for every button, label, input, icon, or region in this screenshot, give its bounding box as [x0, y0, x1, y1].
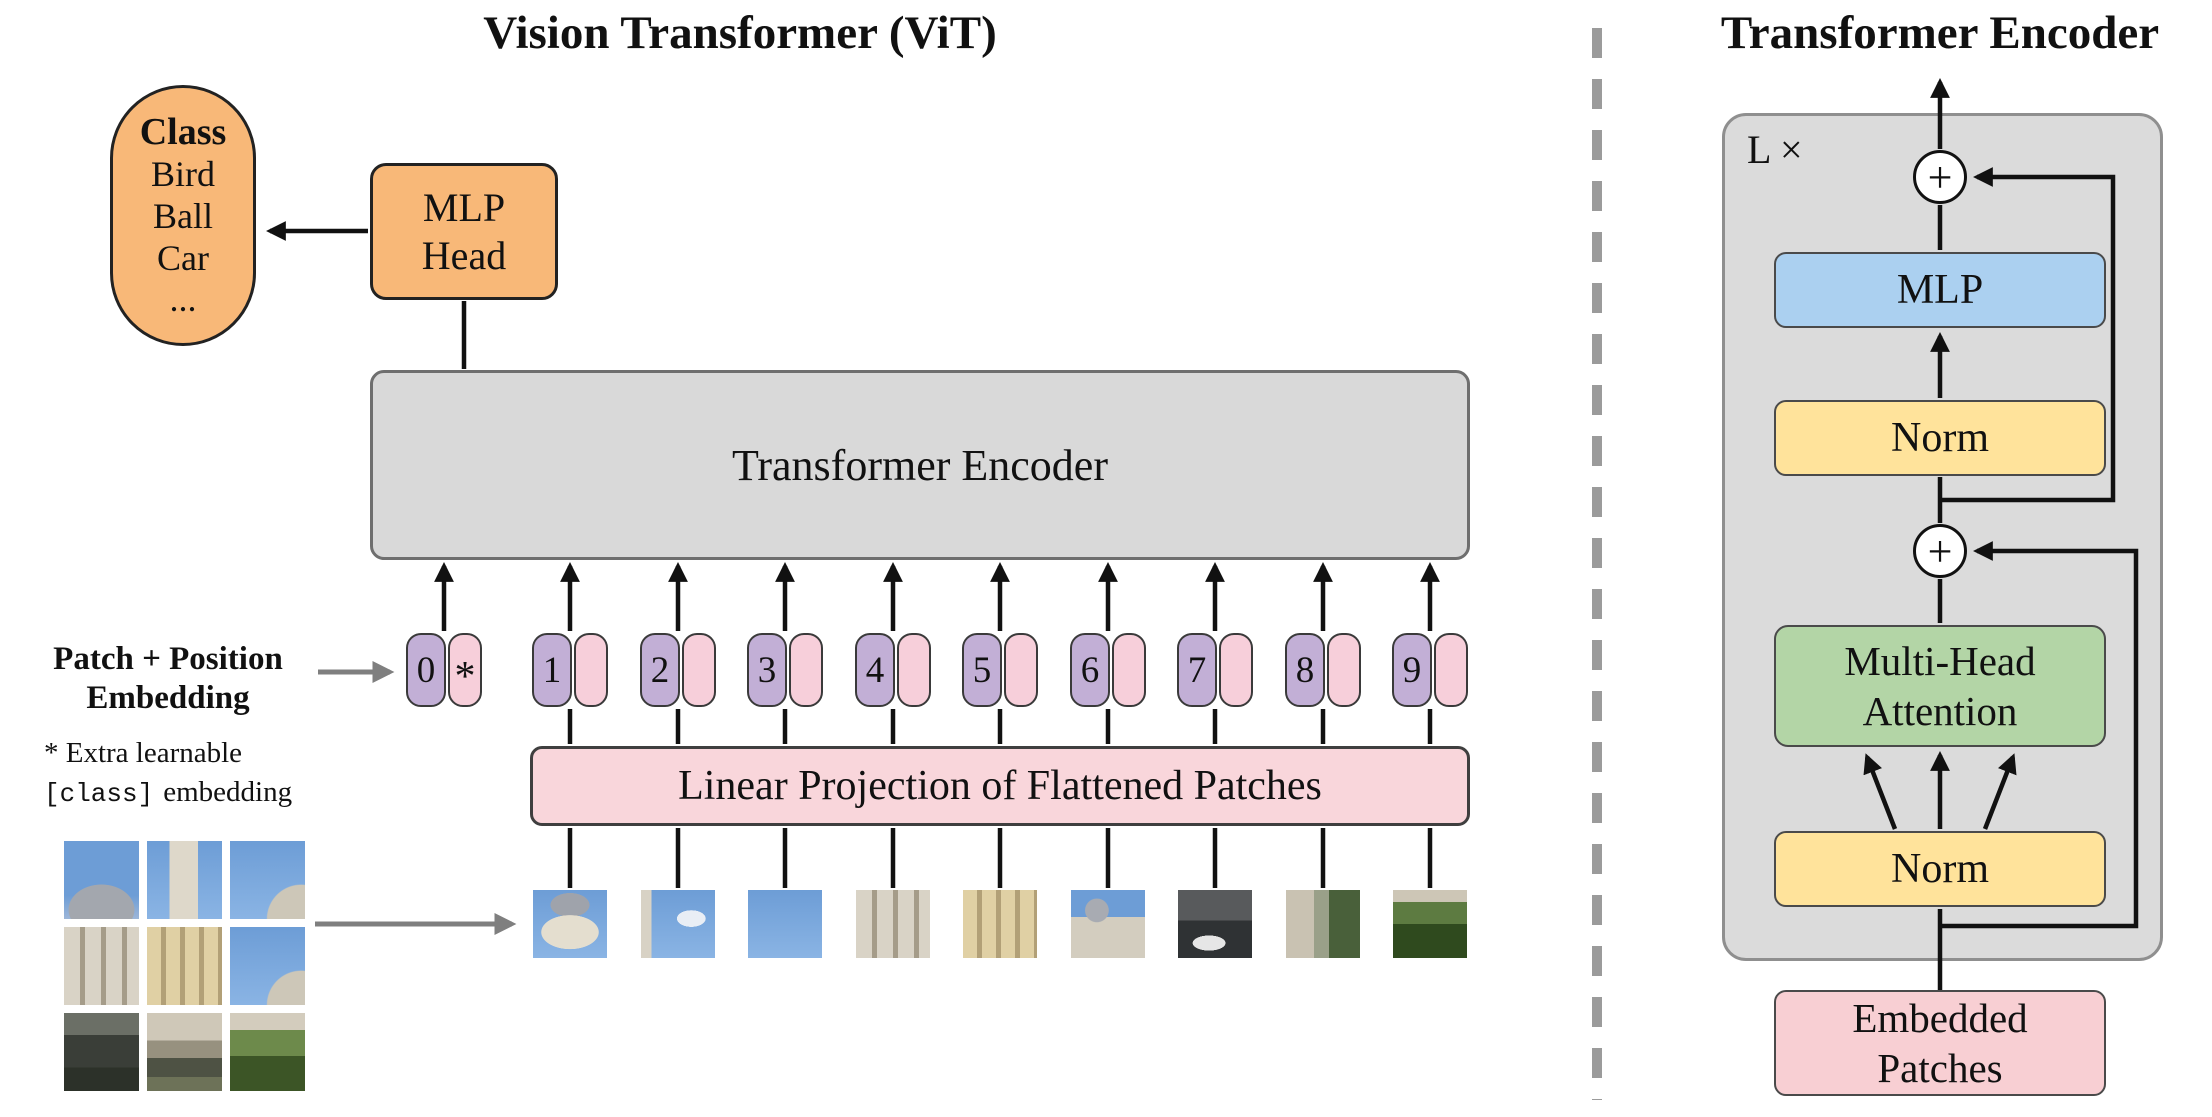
- class-labels-pill: Class Bird Ball Car ...: [110, 85, 256, 346]
- class-item-car: Car: [157, 237, 209, 278]
- token-6: 6: [1070, 633, 1146, 707]
- class-item-ball: Ball: [153, 195, 213, 236]
- image-patch-5: [963, 890, 1037, 958]
- token-1: 1: [532, 633, 608, 707]
- position-embedding-6: 6: [1070, 633, 1110, 707]
- position-embedding-2: 2: [640, 633, 680, 707]
- position-embedding-8: 8: [1285, 633, 1325, 707]
- plus-icon: +: [1927, 526, 1953, 576]
- grid-patch-2: [147, 841, 222, 919]
- encoder-detail-title: Transformer Encoder: [1720, 7, 2160, 59]
- extra-learnable-footnote-line2: [class] embedding: [44, 776, 292, 809]
- class-token-embedding: *: [448, 633, 482, 707]
- token-3: 3: [747, 633, 823, 707]
- embedded-label-line2: Patches: [1877, 1045, 2003, 1091]
- grid-patch-3: [230, 841, 305, 919]
- grid-patch-7: [64, 1013, 139, 1091]
- image-patch-1: [533, 890, 607, 958]
- mlp-block: MLP: [1774, 252, 2106, 328]
- extra-learnable-footnote-line1: * Extra learnable: [44, 737, 243, 769]
- multi-head-attention-block: Multi-Head Attention: [1774, 625, 2106, 747]
- embedded-label-line1: Embedded: [1852, 994, 2028, 1041]
- image-patch-9: [1393, 890, 1467, 958]
- patch-embedding-9: [1434, 633, 1468, 707]
- patch-position-embedding-label: Patch + Position Embedding: [18, 640, 318, 718]
- patch-embedding-5: [1004, 633, 1038, 707]
- token-7: 7: [1177, 633, 1253, 707]
- norm-top-label: Norm: [1891, 415, 1989, 461]
- position-embedding-1: 1: [532, 633, 572, 707]
- position-embedding-4: 4: [855, 633, 895, 707]
- token-2: 2: [640, 633, 716, 707]
- footnote-suffix: embedding: [163, 776, 293, 808]
- token-to-encoder-arrows: [434, 562, 1440, 631]
- token-9: 9: [1392, 633, 1468, 707]
- transformer-encoder-label: Transformer Encoder: [732, 440, 1108, 490]
- grid-patch-1: [64, 841, 139, 919]
- projection-to-token-lines: [567, 709, 1433, 744]
- norm-block-bottom: Norm: [1774, 831, 2106, 907]
- norm-block-top: Norm: [1774, 400, 2106, 476]
- layer-repeat-label: L ×: [1747, 127, 1803, 172]
- class-item-ellipsis: ...: [169, 279, 197, 320]
- transformer-encoder-box: Transformer Encoder: [370, 370, 1470, 560]
- source-image-patch-grid: [64, 841, 305, 1091]
- grid-patch-5: [147, 927, 222, 1005]
- token-8: 8: [1285, 633, 1361, 707]
- patch-embedding-8: [1327, 633, 1361, 707]
- mlp-head-box: MLP Head: [370, 163, 558, 300]
- grid-patch-6: [230, 927, 305, 1005]
- grid-patch-4: [64, 927, 139, 1005]
- residual-add-circle-top: +: [1913, 150, 1967, 204]
- patch-embedding-3: [789, 633, 823, 707]
- position-embedding-7: 7: [1177, 633, 1217, 707]
- mlp-head-line1: MLP: [422, 184, 506, 230]
- class-header: Class: [139, 110, 227, 153]
- image-patch-3: [748, 890, 822, 958]
- patch-embedding-7: [1219, 633, 1253, 707]
- vit-title: Vision Transformer (ViT): [483, 7, 997, 59]
- image-patch-8: [1286, 890, 1360, 958]
- grid-patch-8: [147, 1013, 222, 1091]
- linear-projection-label: Linear Projection of Flattened Patches: [678, 763, 1322, 809]
- class-token-code: [class]: [44, 779, 154, 809]
- norm-bottom-label: Norm: [1891, 846, 1989, 892]
- patch-position-line1: Patch + Position: [53, 641, 283, 677]
- image-patch-2: [641, 890, 715, 958]
- position-embedding-0: 0: [406, 633, 446, 707]
- linear-projection-box: Linear Projection of Flattened Patches: [530, 746, 1470, 826]
- token-5: 5: [962, 633, 1038, 707]
- patch-embedding-6: [1112, 633, 1146, 707]
- attention-label-line2: Attention: [1862, 688, 2018, 734]
- mlp-label: MLP: [1896, 267, 1984, 313]
- class-token-star: *: [454, 654, 476, 700]
- class-item-bird: Bird: [150, 154, 215, 195]
- position-embedding-5: 5: [962, 633, 1002, 707]
- token-0: 0 *: [406, 633, 482, 707]
- attention-label-line1: Multi-Head: [1844, 637, 2036, 684]
- patch-embedding-4: [897, 633, 931, 707]
- plus-icon: +: [1927, 152, 1953, 202]
- position-embedding-9: 9: [1392, 633, 1432, 707]
- mlp-head-line2: Head: [421, 232, 507, 278]
- image-patch-7: [1178, 890, 1252, 958]
- patch-position-line2: Embedding: [86, 679, 250, 716]
- patch-embedding-1: [574, 633, 608, 707]
- position-embedding-3: 3: [747, 633, 787, 707]
- grid-patch-9: [230, 1013, 305, 1091]
- patch-to-projection-lines: [567, 828, 1433, 888]
- image-patch-6: [1071, 890, 1145, 958]
- token-4: 4: [855, 633, 931, 707]
- gray-annotation-arrows: [315, 660, 517, 936]
- image-patch-4: [856, 890, 930, 958]
- embedded-patches-block: Embedded Patches: [1774, 990, 2106, 1096]
- residual-add-circle-bottom: +: [1913, 524, 1967, 578]
- patch-embedding-2: [682, 633, 716, 707]
